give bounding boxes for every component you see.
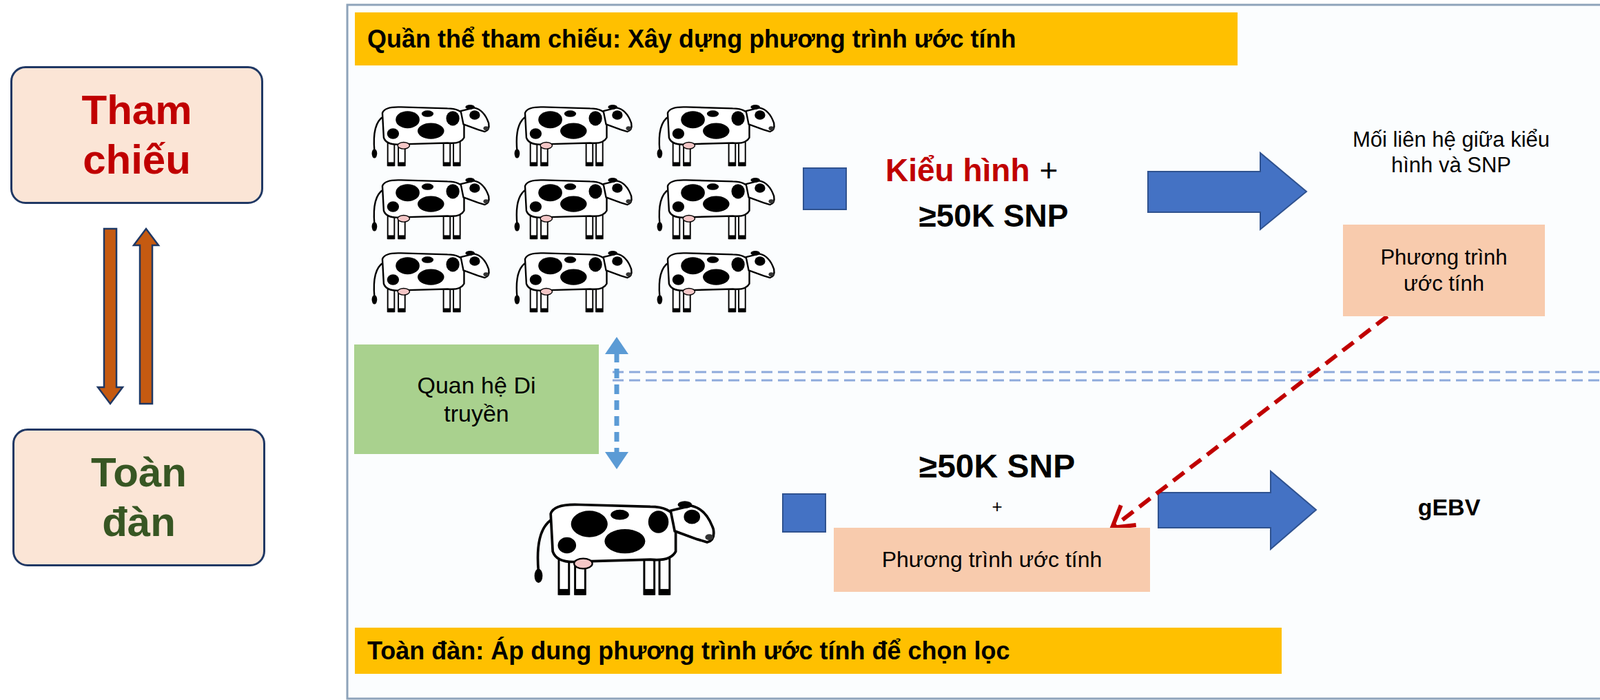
- dashed-arrow-connector: [1112, 316, 1388, 528]
- herd-box: Toàn đàn: [12, 428, 266, 567]
- section-banner: Quần thể tham chiếu: Xây dựng phương trì…: [354, 12, 1238, 66]
- plus-square: [803, 168, 847, 210]
- box-text: Toàn đàn: Áp dung phương trình ước tính …: [367, 636, 1011, 666]
- double-dashed-divider: [612, 372, 1600, 381]
- box-text: Phương trình ước tính: [1365, 244, 1524, 296]
- section-banner: Toàn đàn: Áp dung phương trình ước tính …: [354, 627, 1282, 674]
- panel-frame: [347, 4, 1600, 699]
- reference-box: Tham chiếu: [10, 66, 264, 204]
- box-text: Quần thể tham chiếu: Xây dựng phương trì…: [367, 24, 1016, 54]
- connector-path: [133, 228, 159, 404]
- block-arrow-connector: [97, 228, 123, 404]
- plus-sign: +: [1039, 151, 1059, 190]
- result-label: gEBV: [1418, 493, 1481, 522]
- box-text: Toàn đàn: [59, 447, 219, 548]
- block-arrow-connector: [133, 228, 159, 404]
- block-arrow: [1147, 152, 1307, 230]
- connector-path: [1112, 316, 1388, 528]
- connector-layer: [97, 228, 1388, 528]
- block-arrow: [1158, 471, 1317, 550]
- relation-box: Quan hệ Di truyền: [354, 344, 599, 455]
- relation-arrow: [604, 336, 629, 470]
- cow-herd: [372, 104, 775, 313]
- single-cow: [534, 500, 714, 595]
- phenotype-label: Kiểu hình: [885, 151, 1031, 190]
- snp-label: ≥50K SNP: [919, 197, 1069, 235]
- arrow-head: [1112, 505, 1137, 528]
- connector-path: [97, 228, 123, 404]
- plus-square: [782, 494, 826, 532]
- box-text: Tham chiếu: [57, 85, 217, 185]
- box-text: Quan hệ Di truyền: [407, 371, 546, 428]
- box-text: Phương trình ước tính: [881, 546, 1103, 573]
- note-text: Mối liên hệ giữa kiểu hình và SNP: [1340, 126, 1562, 178]
- equation-box: Phương trình ước tính: [1342, 224, 1545, 317]
- equation-box: Phương trình ước tính: [833, 527, 1151, 592]
- plus-sign: +: [991, 496, 1002, 518]
- snp-label: ≥50K SNP: [919, 446, 1075, 487]
